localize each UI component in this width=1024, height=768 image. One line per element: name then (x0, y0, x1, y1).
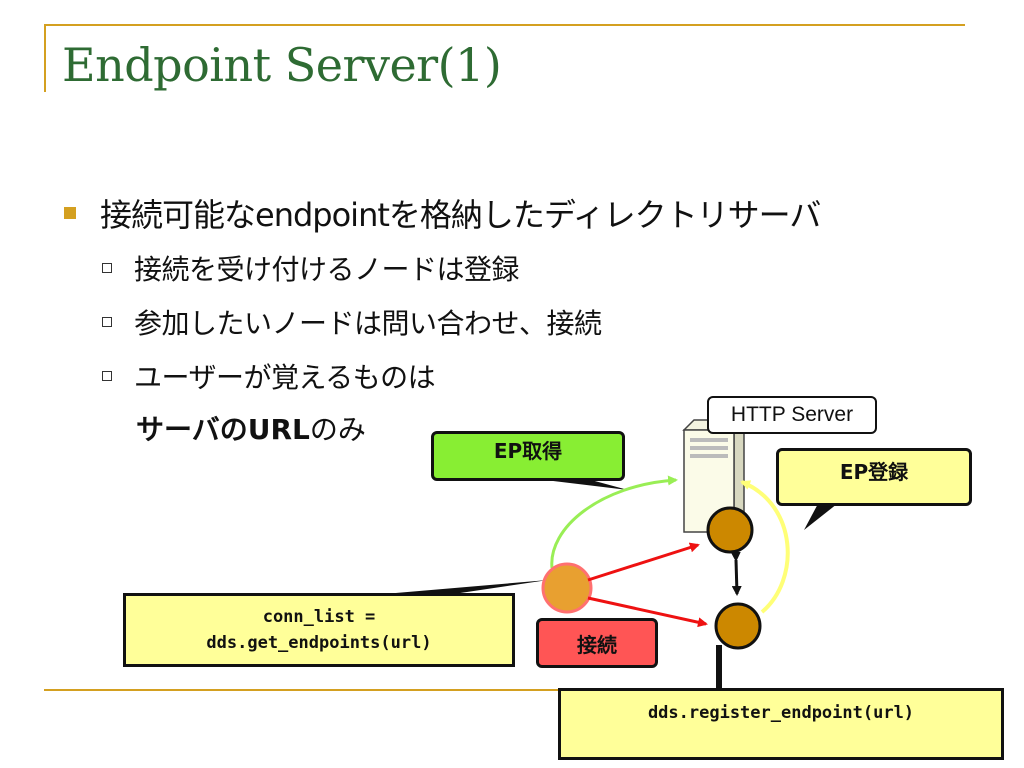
sub-bullet-2: 参加したいノードは問い合わせ、接続 (102, 302, 602, 342)
footer-rule (44, 689, 965, 691)
bullet-main: 接続可能なendpointを格納したディレクトリサーバ (64, 190, 821, 236)
connect-label-box: 接続 (536, 618, 658, 668)
code-register-connector (716, 645, 722, 693)
hollow-square-bullet-icon (102, 263, 112, 273)
sub-bullet-1: 接続を受け付けるノードは登録 (102, 248, 520, 288)
continuation-rest: のみ (309, 413, 366, 446)
client-to-node-arrow (587, 596, 708, 628)
ep-register-arrow (740, 480, 790, 614)
sub-bullet-2-text: 参加したいノードは問い合わせ、接続 (134, 307, 602, 340)
ep-register-callout: EP登録 (776, 448, 972, 506)
server-url-emphasis: サーバのURL (136, 413, 310, 446)
slide-title: Endpoint Server(1) (62, 38, 502, 92)
code-register-text: dds.register_endpoint(url) (647, 703, 915, 723)
node-link-arrow (730, 551, 742, 596)
ep-get-arrow (550, 475, 678, 569)
bullet-main-text: 接続可能なendpointを格納したディレクトリサーバ (100, 196, 821, 234)
http-server-label: HTTP Server (730, 403, 854, 426)
code-get-endpoints-box: conn_list = dds.get_endpoints(url) (123, 593, 515, 667)
code-get-callout-tail (360, 580, 548, 596)
ep-get-label: EP取得 (493, 438, 563, 463)
hollow-square-bullet-icon (102, 317, 112, 327)
ep-register-label: EP登録 (839, 459, 909, 484)
connect-label: 接続 (577, 632, 617, 657)
ep-get-callout: EP取得 (431, 431, 625, 481)
target-node (714, 602, 762, 650)
sub-bullet-3-text: ユーザーが覚えるものは (134, 361, 436, 394)
client-to-server-arrow (587, 542, 700, 582)
sub-bullet-3: ユーザーが覚えるものは (102, 356, 436, 396)
sub-bullet-3-continuation: サーバのURLのみ (136, 408, 366, 448)
code-get-line1: conn_list = (262, 607, 376, 627)
square-bullet-icon (64, 207, 76, 219)
server-node (706, 506, 754, 554)
header-side-rule (44, 24, 46, 92)
ep-register-callout-tail (804, 500, 842, 530)
sub-bullet-1-text: 接続を受け付けるノードは登録 (134, 253, 520, 286)
code-get-line2: dds.get_endpoints(url) (206, 633, 432, 653)
header-rule (44, 24, 965, 26)
client-node (541, 562, 593, 614)
hollow-square-bullet-icon (102, 371, 112, 381)
http-server-label-box: HTTP Server (707, 396, 877, 434)
code-register-endpoint-box: dds.register_endpoint(url) (558, 688, 1004, 760)
